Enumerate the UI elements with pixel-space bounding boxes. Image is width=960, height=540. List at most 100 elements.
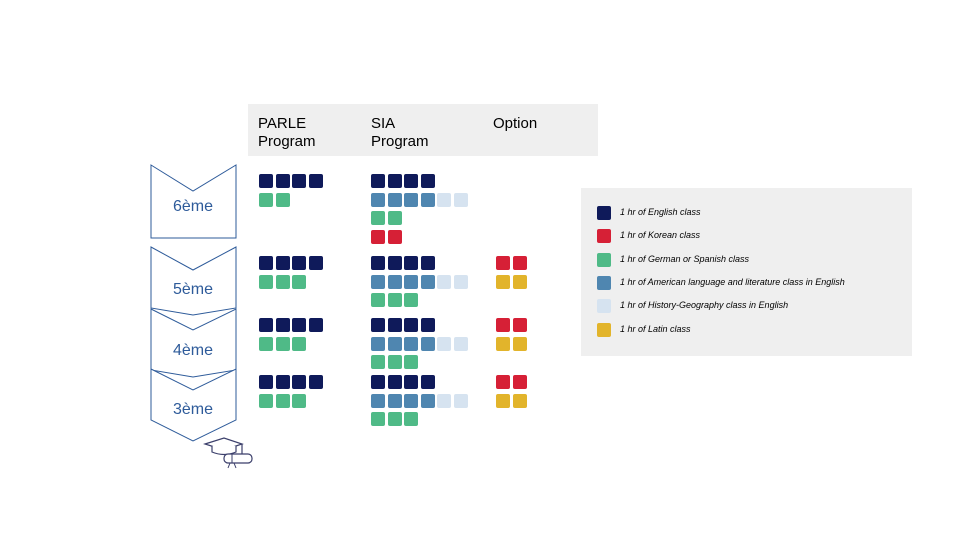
sia-english-hour-square [420, 174, 435, 188]
parle-german_spanish-hour-square [275, 274, 290, 289]
parle-english-hour-square [259, 256, 273, 270]
sia-american_lit-hour-square [404, 274, 418, 289]
sia-american_lit-hour-square [387, 192, 402, 207]
legend-box [581, 188, 912, 356]
sia-history_geo-hour-square [437, 192, 451, 207]
legend-label: 1 hr of American language and literature… [620, 276, 845, 287]
sia-german_spanish-hour-square [387, 412, 402, 426]
sia-american_lit-hour-square [420, 336, 435, 351]
parle-german_spanish-hour-square [259, 274, 273, 289]
parle-english-hour-square [275, 375, 290, 389]
option-latin-hour-square [512, 336, 527, 351]
sia-german_spanish-hour-square [371, 293, 385, 307]
option-latin-hour-square [512, 274, 527, 289]
sia-english-hour-square [404, 375, 418, 389]
sia-history_geo-hour-square [437, 336, 451, 351]
sia-history_geo-hour-square [437, 393, 451, 408]
sia-german_spanish-hour-square [404, 355, 418, 369]
parle-german_spanish-hour-square [259, 336, 273, 351]
grade-label-6eme: 6ème [172, 198, 214, 215]
sia-english-hour-square [420, 375, 435, 389]
option-latin-hour-square [496, 393, 510, 408]
sia-german_spanish-hour-square [387, 211, 402, 225]
parle-english-hour-square [275, 318, 290, 332]
grade-label-5eme: 5ème [172, 281, 214, 298]
parle-english-hour-square [275, 256, 290, 270]
legend-swatch [597, 206, 611, 220]
grade-chevron-3eme [150, 368, 237, 442]
parle-english-hour-square [275, 174, 290, 188]
sia-american_lit-hour-square [371, 274, 385, 289]
sia-american_lit-hour-square [387, 274, 402, 289]
parle-german_spanish-hour-square [275, 393, 290, 408]
sia-history_geo-hour-square [453, 274, 468, 289]
sia-american_lit-hour-square [404, 192, 418, 207]
grade-label-3eme: 3ème [172, 401, 214, 418]
grade-chevron-5eme [150, 246, 237, 316]
sia-german_spanish-hour-square [387, 355, 402, 369]
parle-german_spanish-hour-square [292, 274, 306, 289]
sia-german_spanish-hour-square [371, 211, 385, 225]
parle-english-hour-square [259, 174, 273, 188]
parle-english-hour-square [308, 375, 323, 389]
parle-english-hour-square [292, 256, 306, 270]
legend-swatch [597, 275, 611, 290]
parle-english-hour-square [308, 318, 323, 332]
parle-program-header: PARLE Program [258, 115, 316, 150]
sia-german_spanish-hour-square [371, 412, 385, 426]
sia-american_lit-hour-square [371, 336, 385, 351]
sia-american_lit-hour-square [404, 336, 418, 351]
sia-american_lit-hour-square [420, 274, 435, 289]
legend-label: 1 hr of Latin class [620, 323, 691, 334]
graduation-cap-diploma-icon [203, 437, 253, 469]
parle-english-hour-square [308, 174, 323, 188]
sia-english-hour-square [404, 256, 418, 270]
option-korean-hour-square [512, 375, 527, 389]
sia-german_spanish-hour-square [371, 355, 385, 369]
parle-german_spanish-hour-square [259, 192, 273, 207]
parle-english-hour-square [292, 375, 306, 389]
option-latin-hour-square [496, 336, 510, 351]
program-header-band [248, 104, 598, 156]
parle-german_spanish-hour-square [292, 393, 306, 408]
parle-german_spanish-hour-square [275, 336, 290, 351]
sia-korean-hour-square [387, 229, 402, 244]
sia-history_geo-hour-square [453, 192, 468, 207]
option-latin-hour-square [512, 393, 527, 408]
grade-chevron-6eme [150, 164, 237, 239]
sia-history_geo-hour-square [437, 274, 451, 289]
sia-history_geo-hour-square [453, 336, 468, 351]
sia-english-hour-square [371, 375, 385, 389]
sia-american_lit-hour-square [420, 393, 435, 408]
legend-label: 1 hr of English class [620, 207, 701, 217]
sia-english-hour-square [387, 174, 402, 188]
sia-program-header: SIA Program [371, 115, 429, 150]
legend-label: 1 hr of German or Spanish class [620, 253, 750, 264]
legend-label: 1 hr of History-Geography class in Engli… [620, 300, 789, 311]
sia-english-hour-square [387, 318, 402, 332]
option-korean-hour-square [512, 256, 527, 270]
option-korean-hour-square [512, 318, 527, 332]
parle-english-hour-square [292, 318, 306, 332]
parle-english-hour-square [259, 318, 273, 332]
parle-german_spanish-hour-square [259, 393, 273, 408]
parle-english-hour-square [308, 256, 323, 270]
sia-history_geo-hour-square [453, 393, 468, 408]
sia-american_lit-hour-square [404, 393, 418, 408]
parle-german_spanish-hour-square [275, 192, 290, 207]
option-header: Option [493, 115, 538, 132]
sia-german_spanish-hour-square [404, 293, 418, 307]
sia-english-hour-square [371, 318, 385, 332]
legend-label: 1 hr of Korean class [620, 230, 701, 241]
sia-german_spanish-hour-square [404, 412, 418, 426]
grade-label-4eme: 4ème [172, 342, 214, 359]
sia-english-hour-square [420, 318, 435, 332]
sia-english-hour-square [404, 318, 418, 332]
sia-english-hour-square [420, 256, 435, 270]
sia-american_lit-hour-square [387, 336, 402, 351]
legend-swatch [597, 229, 611, 244]
sia-english-hour-square [387, 256, 402, 270]
legend-swatch [597, 322, 611, 337]
sia-american_lit-hour-square [387, 393, 402, 408]
option-korean-hour-square [496, 318, 510, 332]
